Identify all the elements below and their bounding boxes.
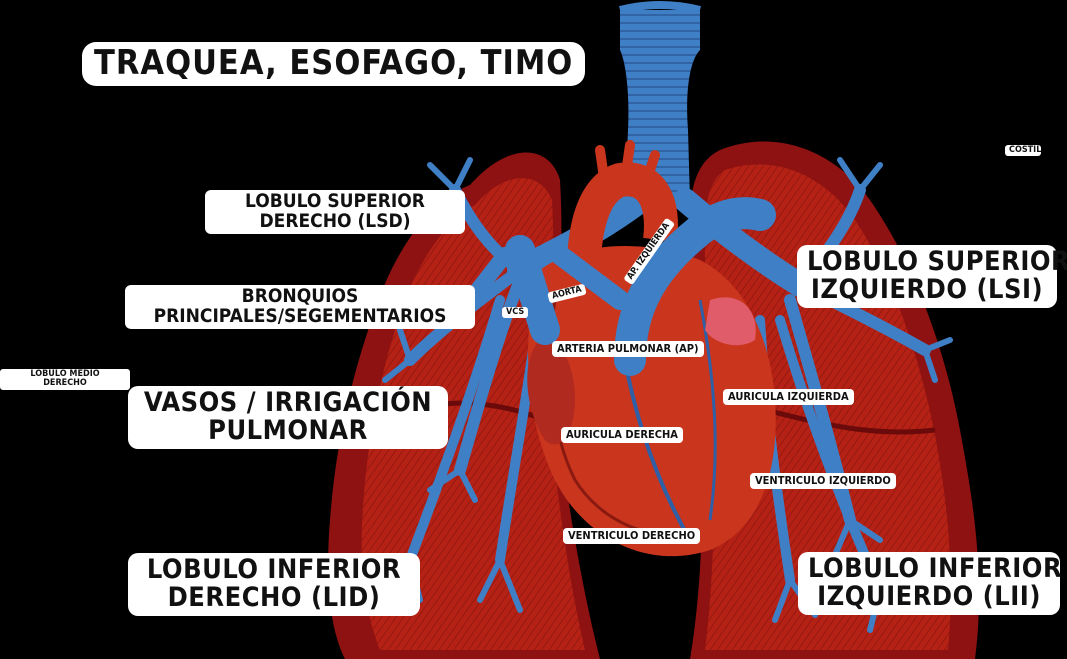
auricula-derecha-label: Auricula derecha	[561, 427, 683, 443]
ventriculo-derecho-label: Ventriculo derecho	[563, 528, 700, 544]
arteria-pulmonar-label: Arteria pulmonar (AP)	[552, 341, 704, 357]
vasos-label: Vasos / irrigaciónpulmonar	[128, 386, 448, 449]
lid-label: Lobulo inferiorderecho (LID)	[128, 553, 420, 616]
ventriculo-izquierdo-label: Ventriculo izquierdo	[750, 473, 896, 489]
lobulo-medio-label: Lobulo medioderecho	[0, 369, 130, 390]
costillas-label: Costil	[1005, 145, 1041, 156]
title-label: Traquea, esofago, timo	[82, 42, 585, 86]
bronquios-label: Bronquiosprincipales/segementarios	[125, 285, 475, 329]
lsd-label: Lobulo superiorderecho (LSD)	[205, 190, 465, 234]
lii-label: Lobulo inferiorizquierdo (LII)	[798, 552, 1060, 615]
lsi-label: Lobulo superiorizquierdo (LSI)	[797, 245, 1057, 308]
vcs-label: VCS	[502, 307, 528, 318]
auricula-izquierda-label: Auricula izquierda	[723, 389, 854, 405]
